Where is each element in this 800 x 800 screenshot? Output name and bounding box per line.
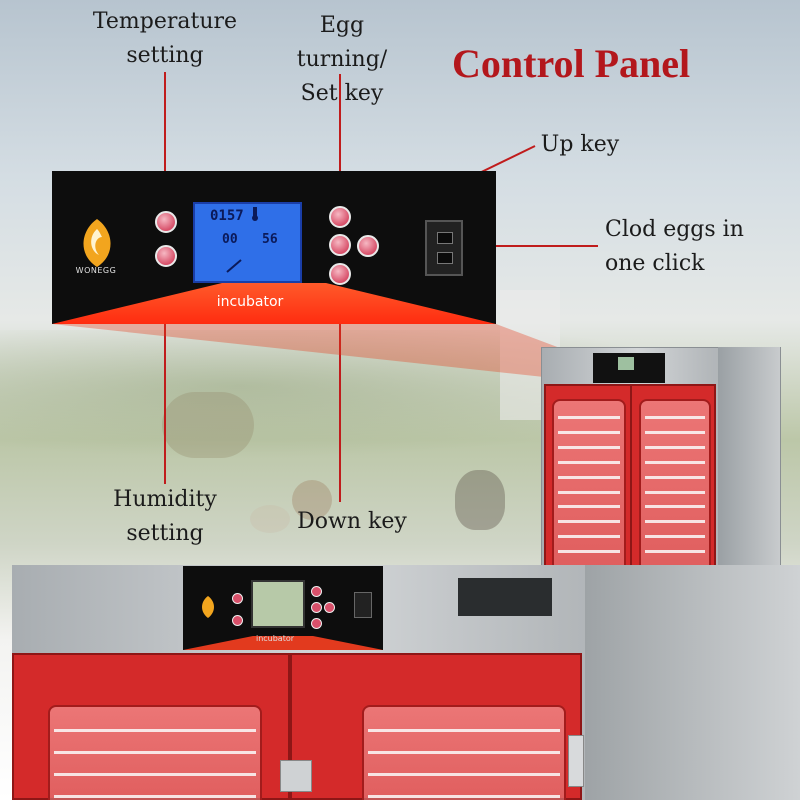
- egg-tray: [368, 773, 560, 776]
- egg-tray: [368, 795, 560, 798]
- chicken-silhouette: [250, 505, 290, 533]
- small-right-window: [639, 399, 711, 597]
- large-right-window: [362, 705, 566, 800]
- door-latch: [280, 760, 312, 792]
- wonegg-logo-icon: [83, 219, 111, 267]
- egg-tray: [54, 751, 256, 754]
- down-key-button[interactable]: [329, 263, 351, 285]
- egg-tray: [558, 431, 620, 434]
- egg-tray: [54, 795, 256, 798]
- large-button: [311, 602, 322, 613]
- egg-tray: [645, 431, 705, 434]
- large-button: [311, 618, 322, 629]
- temperature-setting-label: Temperature setting: [92, 9, 238, 68]
- egg-tray: [645, 461, 705, 464]
- large-button: [311, 586, 322, 597]
- hay-bale: [162, 392, 254, 458]
- vent-slot: [458, 578, 552, 616]
- humidity-setting-label: Humidity setting: [113, 487, 217, 546]
- large-panel-name: incubator: [255, 634, 295, 643]
- egg-tray: [645, 535, 705, 538]
- lcd-display: [193, 202, 302, 283]
- panel-name: incubator: [216, 294, 284, 310]
- up-key-label: Up key: [540, 132, 620, 157]
- socket-pin: [437, 232, 453, 244]
- door-hinge: [568, 735, 584, 787]
- cool-eggs-button[interactable]: [357, 235, 379, 257]
- callout-line-humidity: [164, 262, 166, 484]
- egg-tray: [645, 476, 705, 479]
- up-key-button[interactable]: [329, 234, 351, 256]
- brand-name: WONEGG: [75, 266, 117, 275]
- egg-tray: [645, 520, 705, 523]
- large-button: [232, 593, 243, 604]
- egg-tray: [558, 476, 620, 479]
- egg-tray: [645, 446, 705, 449]
- egg-tray: [645, 550, 705, 553]
- egg-turning-label: Egg turning/ Set key: [296, 13, 388, 106]
- egg-tray: [558, 446, 620, 449]
- large-socket: [354, 592, 372, 618]
- callout-line-down-key: [339, 282, 341, 502]
- lcd-value-primary: 0157: [210, 208, 244, 224]
- large-panel-glow: [183, 636, 383, 650]
- egg-tray: [54, 729, 256, 732]
- egg-tray: [558, 520, 620, 523]
- page-title: Control Panel: [452, 41, 691, 86]
- egg-tray: [558, 491, 620, 494]
- large-button: [324, 602, 335, 613]
- small-left-window: [552, 399, 626, 597]
- temperature-setting-button[interactable]: [155, 211, 177, 233]
- chicken-silhouette: [455, 470, 505, 530]
- socket-pin: [437, 252, 453, 264]
- callout-line-egg-turning: [339, 74, 341, 214]
- lcd-value-secondary-a: 00: [222, 232, 238, 247]
- egg-tray: [54, 773, 256, 776]
- large-lcd: [251, 580, 305, 628]
- egg-tray: [558, 505, 620, 508]
- egg-tray: [558, 550, 620, 553]
- egg-tray: [645, 505, 705, 508]
- zoom-beam: [52, 324, 608, 380]
- lcd-value-secondary-b: 56: [262, 232, 278, 247]
- panel-glow: [52, 283, 496, 324]
- down-key-label: Down key: [297, 509, 407, 534]
- egg-tray: [645, 416, 705, 419]
- egg-tray: [368, 751, 560, 754]
- egg-tray: [645, 491, 705, 494]
- egg-tray: [558, 416, 620, 419]
- humidity-setting-button[interactable]: [155, 245, 177, 267]
- egg-tray: [558, 535, 620, 538]
- gauge-icon: [226, 259, 242, 273]
- cool-eggs-label: Clod eggs in one click: [605, 217, 744, 276]
- chicken-silhouette: [292, 480, 332, 520]
- large-left-window: [48, 705, 262, 800]
- thermometer-icon: [252, 207, 258, 221]
- small-lcd: [618, 357, 634, 370]
- egg-tray: [368, 729, 560, 732]
- large-button: [232, 615, 243, 626]
- large-cabinet-side: [585, 565, 800, 800]
- egg-turning-set-button[interactable]: [329, 206, 351, 228]
- egg-tray: [558, 461, 620, 464]
- large-logo-icon: [202, 596, 214, 618]
- callout-line-temperature: [164, 72, 166, 214]
- power-socket-icon: [425, 220, 463, 276]
